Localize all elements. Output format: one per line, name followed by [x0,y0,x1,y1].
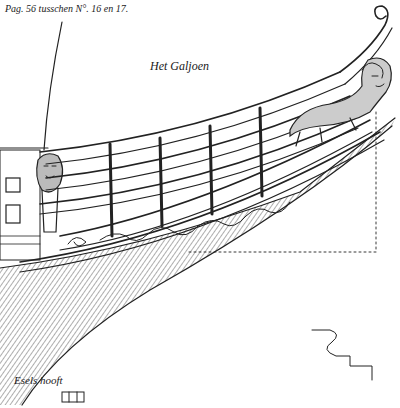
part-label: Esels hooft [14,374,63,386]
page-reference: Pag. 56 tusschen N°. 16 en 17. [5,3,128,14]
figure-title: Het Galjoen [150,60,209,73]
